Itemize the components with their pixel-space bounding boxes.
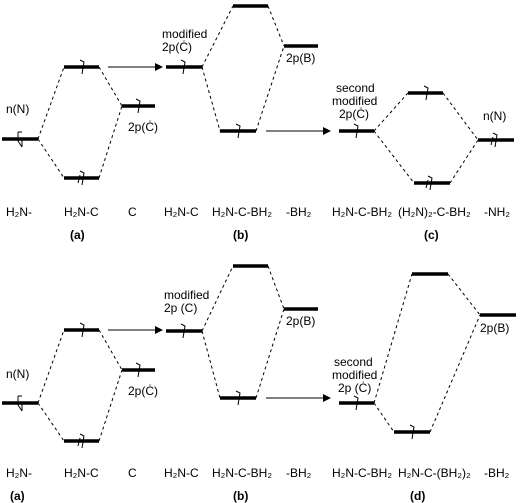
bottom-2pC-label: 2p(Ċ) [128,384,158,398]
top-species-3: H₂N-C [164,205,199,219]
top-c-electrons [353,85,498,191]
bottom-a-levels [2,328,155,443]
top-second-l2: modified [332,94,377,108]
bottom-a-connectors [37,329,123,442]
top-panel-letter-c: (c) [424,228,439,242]
bottom-species-8: -BH₂ [484,466,510,480]
bottom-second-l2: modified [332,368,377,382]
bottom-n-N-label: n(N) [6,367,29,381]
bottom-species-5: -BH₂ [286,466,312,480]
top-a-levels [2,65,155,180]
bottom-2pB-label: 2p(B) [286,314,315,328]
bottom-panel-letter-b: (b) [233,489,248,503]
top-modified-l2: 2p(Ċ) [162,40,192,54]
top-modified-l1: modified [162,27,207,41]
bottom-b-connectors [201,265,285,399]
bottom-second-l1: second [334,355,373,369]
top-species-8: -NH₂ [484,205,510,219]
bottom-a-electrons [17,322,141,449]
bottom-d-electrons [353,395,415,440]
top-species-5: -BH₂ [286,205,312,219]
bottom-d-connectors [373,273,481,433]
bottom-species-2: C [128,466,137,480]
top-second-l3: 2p(Ċ) [339,107,369,121]
top-b-connectors [201,5,285,132]
bottom-panel: n(N) 2p(Ċ) modified 2p (C) 2p(B) second … [2,264,516,503]
top-panel-letter-b: (b) [233,228,248,242]
top-n-N-right-label: n(N) [483,109,506,123]
top-2pB-label: 2p(B) [286,51,315,65]
top-species-0: H₂N- [6,205,32,219]
top-n-N-label: n(N) [6,102,29,116]
top-species-1: H₂N-C [64,205,99,219]
bottom-panel-letter-a: (a) [10,489,25,503]
bottom-species-6: H₂N-C-BH₂ [332,466,392,480]
bottom-species-4: H₂N-C-BH₂ [212,466,272,480]
top-b-levels [166,4,318,133]
top-second-l1: second [336,81,375,95]
top-species-6: H₂N-C-BH₂ [332,205,392,219]
bottom-species-0: H₂N- [6,466,32,480]
bottom-modified-l1: modified [164,288,209,302]
bottom-second-l3: 2p (Ċ) [338,381,371,395]
top-species-7: (H₂N)₂-C-BH₂ [398,205,471,219]
bottom-species-7: H₂N-C-(BH₂)₂ [398,466,471,480]
top-b-electrons [180,59,241,139]
top-a-connectors [37,66,123,179]
bottom-species-1: H₂N-C [64,466,99,480]
top-a-electrons [17,59,141,186]
bottom-modified-l2: 2p (C) [164,301,197,315]
top-panel: n(N) 2p(Ċ) modified 2p(Ċ) 2p(B) second m… [2,4,514,242]
top-2pC-label: 2p(Ċ) [128,120,158,134]
top-c-connectors [373,92,479,184]
bottom-d-levels [339,272,516,434]
bottom-b-levels [166,264,318,400]
bottom-b-electrons [180,323,241,406]
top-panel-letter-a: (a) [70,228,85,242]
bottom-2pB-right-label: 2p(B) [480,321,509,335]
bottom-species-3: H₂N-C [164,466,199,480]
top-species-4: H₂N-C-BH₂ [212,205,272,219]
bottom-panel-letter-d: (d) [410,489,425,503]
top-species-2: C [128,205,137,219]
